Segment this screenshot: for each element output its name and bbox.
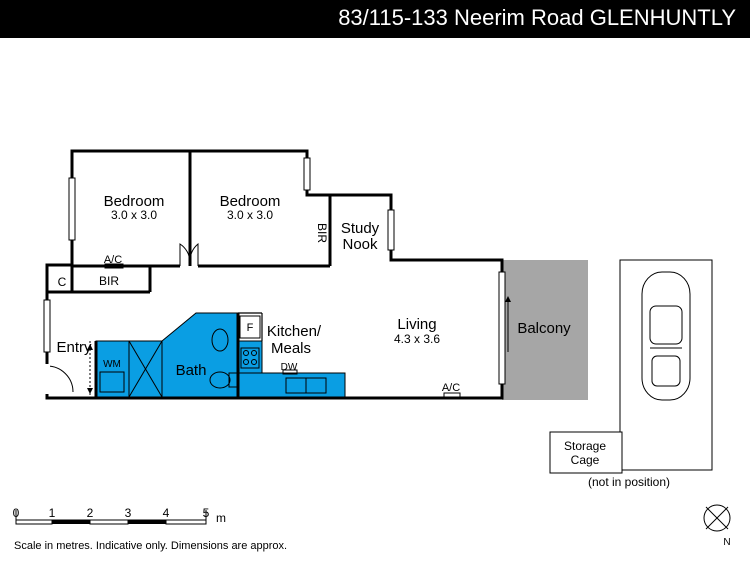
washing-machine-label: WM xyxy=(103,359,121,370)
bedroom-1-dims: 3.0 x 3.0 xyxy=(111,208,157,222)
burner xyxy=(251,359,257,365)
ac-label-living: A/C xyxy=(442,382,460,394)
kitchen-label-line2: Meals xyxy=(271,340,311,357)
balcony-label: Balcony xyxy=(517,320,571,337)
compass-icon xyxy=(703,504,731,532)
living-dims: 4.3 x 3.6 xyxy=(394,332,440,346)
scale-tick-1: 1 xyxy=(49,506,56,520)
cupboard-arrow xyxy=(87,344,93,350)
window-study xyxy=(387,209,395,251)
ac-label-bedroom: A/C xyxy=(104,254,122,266)
entry-label: Entry xyxy=(56,339,92,356)
bath-area xyxy=(161,312,239,398)
disclaimer-note: Scale in metres. Indicative only. Dimens… xyxy=(14,540,287,552)
scale-bar xyxy=(15,510,207,525)
cupboard-label: C xyxy=(58,275,67,289)
bedroom-2-label: Bedroom xyxy=(220,193,281,210)
scale-tick-3: 3 xyxy=(125,506,132,520)
storage-label-line1: Storage xyxy=(564,439,606,453)
bedroom-1-label: Bedroom xyxy=(104,193,165,210)
toilet-symbol xyxy=(209,371,231,389)
shower-cross-2 xyxy=(128,340,163,398)
bedroom-2-dims: 3.0 x 3.0 xyxy=(227,208,273,222)
scale-tick-5: 5 xyxy=(203,506,210,520)
study-label-line2: Nook xyxy=(342,236,378,253)
ac-unit-bedroom xyxy=(104,263,124,269)
car-icon xyxy=(641,271,691,401)
window-bedroom-2 xyxy=(303,157,311,191)
burner xyxy=(243,359,249,365)
dishwasher-label: DW xyxy=(281,362,298,373)
study-label-line1: Study xyxy=(341,220,380,237)
dishwasher-symbol xyxy=(282,369,298,375)
scale-tick-0: 0 xyxy=(13,506,20,520)
storage-label-line2: Cage xyxy=(571,453,600,467)
kitchen-label-line1: Kitchen/ xyxy=(267,323,322,340)
burner xyxy=(251,350,257,356)
scale-tick-4: 4 xyxy=(163,506,170,520)
fridge-symbol xyxy=(239,315,261,339)
sliding-door-arrow xyxy=(505,296,511,302)
vanity-basin xyxy=(211,328,229,352)
scale-tick-2: 2 xyxy=(87,506,94,520)
burner xyxy=(243,350,249,356)
door-swing-entry xyxy=(46,365,74,393)
balcony-area xyxy=(502,260,588,400)
bath-label: Bath xyxy=(176,362,207,379)
car-space xyxy=(619,259,713,471)
header-bar: 83/115-133 Neerim Road GLENHUNTLY xyxy=(0,0,750,38)
window-entry xyxy=(43,299,51,353)
walls xyxy=(45,149,504,400)
scale-unit: m xyxy=(216,511,226,525)
property-address: 83/115-133 Neerim Road GLENHUNTLY xyxy=(338,5,736,30)
living-label: Living xyxy=(397,316,436,333)
door-swing-bedroom-2 xyxy=(189,242,199,266)
fridge-label: F xyxy=(247,322,254,334)
cooktop-symbol xyxy=(240,347,260,369)
ac-unit-living xyxy=(443,392,461,398)
washing-machine-symbol xyxy=(99,371,125,393)
window-bedroom-1 xyxy=(68,177,76,241)
bir-label-bedroom: BIR xyxy=(99,274,119,288)
compass-north-label: N xyxy=(723,537,730,548)
door-balcony xyxy=(498,271,506,385)
entry-door-opening xyxy=(44,364,50,394)
bir-label-study: BIR xyxy=(315,223,329,243)
cupboard-arrow xyxy=(87,388,93,394)
storage-cage xyxy=(549,431,623,474)
storage-position-note: (not in position) xyxy=(588,475,670,489)
